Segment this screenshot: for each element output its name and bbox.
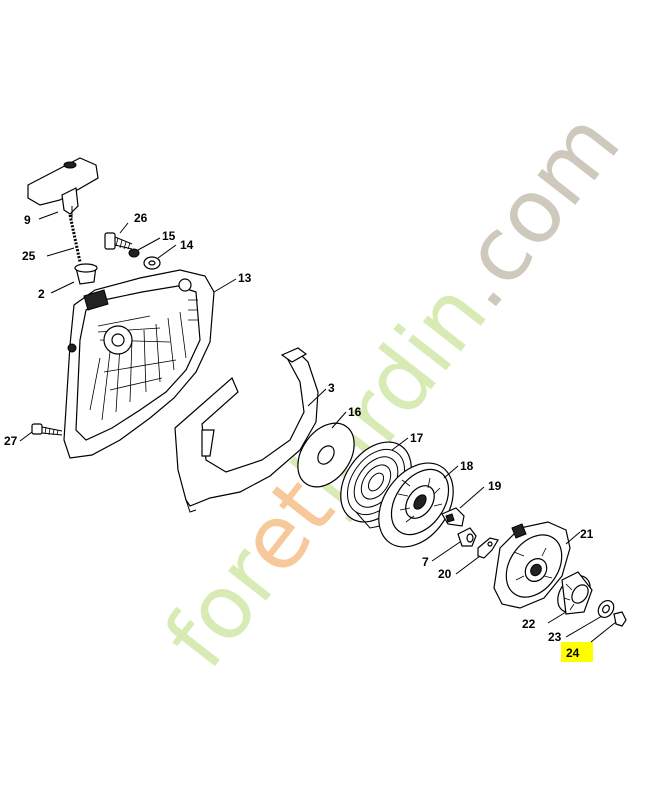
starter-cup-21: [493, 521, 571, 609]
leader-lines: [19, 211, 603, 638]
callout-15: 15: [162, 229, 176, 243]
washer-23: [597, 600, 615, 618]
e-clip-24: [613, 611, 627, 627]
callout-19: 19: [488, 479, 502, 493]
spring-washer-15: [128, 248, 140, 258]
screw-26: [104, 232, 133, 250]
callout-23: 23: [548, 630, 562, 644]
callout-16: 16: [348, 405, 362, 419]
hub-22: [557, 571, 593, 615]
callout-labels: 9 26 15 14 25 2 13 3 27 16 17 18 19 7 20…: [4, 211, 594, 660]
callout-14: 14: [180, 238, 194, 252]
screw-27: [31, 423, 63, 436]
starter-grip: [27, 157, 99, 218]
washer-14: [143, 256, 161, 270]
callout-13: 13: [238, 271, 252, 285]
callout-7: 7: [422, 555, 429, 569]
leader-line-24: [590, 621, 617, 643]
thrust-washer-16: [297, 422, 355, 488]
callout-25: 25: [22, 249, 36, 263]
callout-18: 18: [460, 459, 474, 473]
callout-27: 27: [4, 434, 18, 448]
spring-clip-20: [477, 537, 499, 559]
pawl-19: [441, 507, 465, 527]
callout-2: 2: [38, 287, 45, 301]
circlip-7: [457, 527, 477, 547]
rope-guide-bushing: [74, 263, 98, 285]
shroud-cover: [174, 347, 319, 513]
callout-22: 22: [522, 617, 536, 631]
callout-17: 17: [410, 431, 424, 445]
starter-rope: [68, 214, 82, 263]
rope-rotor-18: [378, 462, 454, 548]
callout-20: 20: [438, 567, 452, 581]
callout-21: 21: [580, 527, 594, 541]
highlight-box: [561, 642, 593, 662]
callout-26: 26: [134, 211, 148, 225]
callout-3: 3: [328, 381, 335, 395]
fan-housing: [63, 269, 215, 459]
callout-24: 24: [566, 646, 580, 660]
callout-9: 9: [24, 213, 31, 227]
